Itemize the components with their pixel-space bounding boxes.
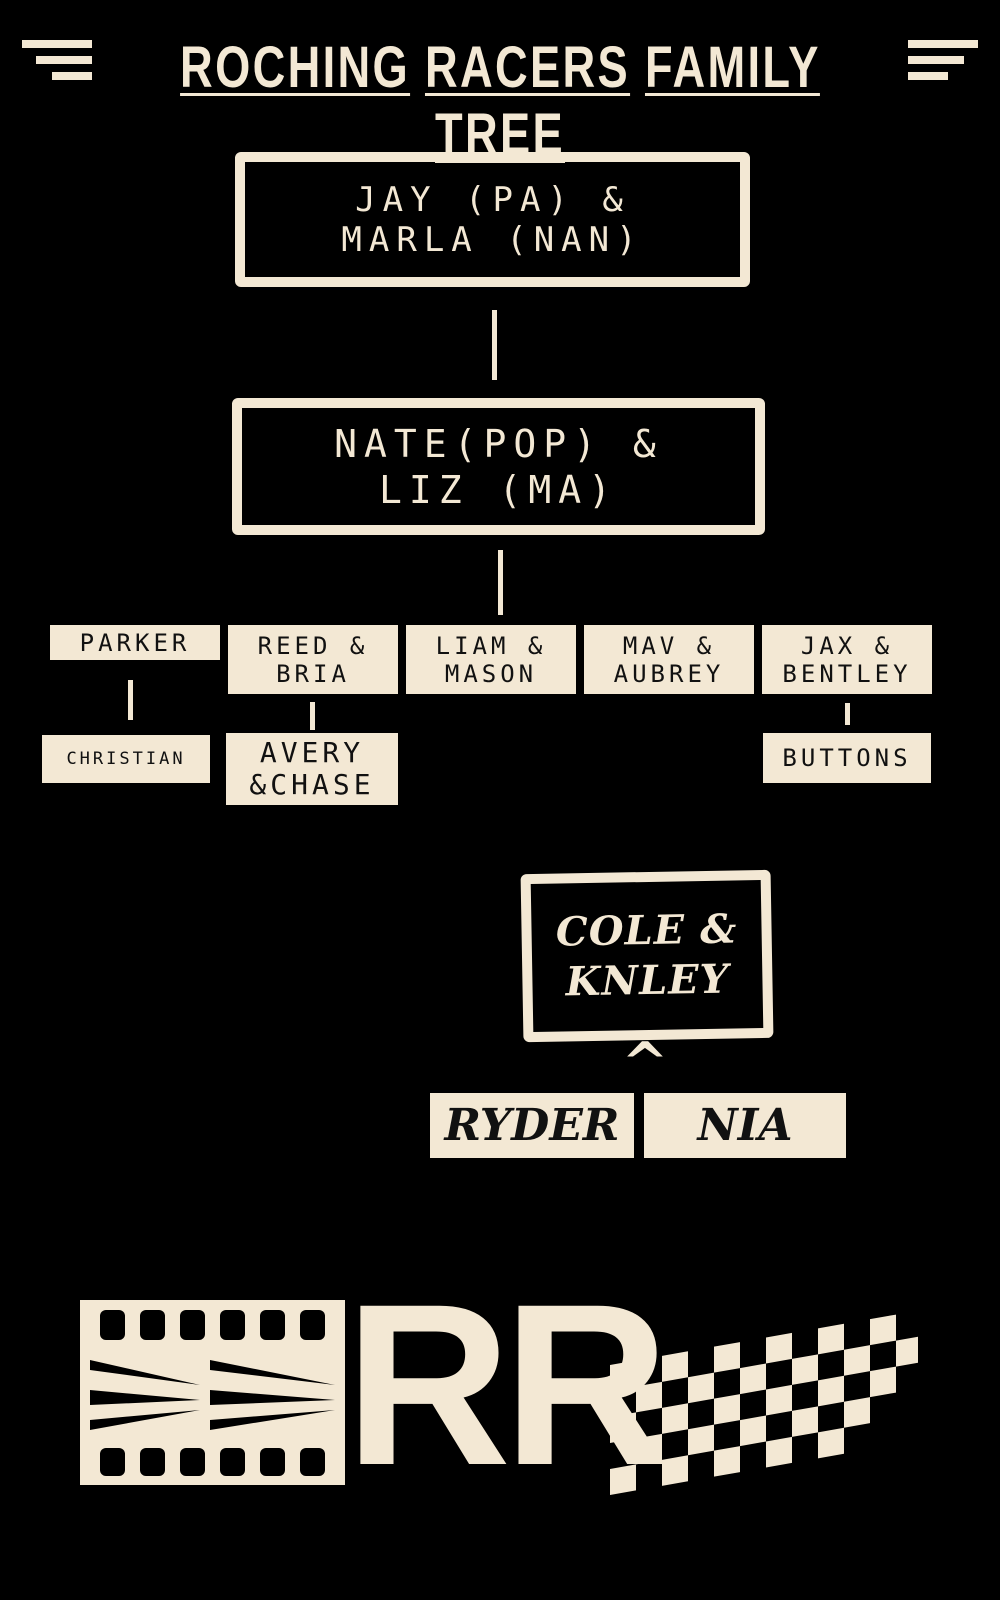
couple-line1: COLE & [555, 905, 738, 956]
child-name: MASON [444, 659, 538, 688]
title-word: RACERS [424, 35, 631, 100]
title-word: ROCHING [180, 35, 411, 100]
connector-line [498, 550, 503, 615]
title-word: FAMILY [644, 35, 820, 100]
child-name: AUBREY [613, 659, 725, 688]
connector-line [845, 703, 850, 725]
grandchild-card-christian: CHRISTIAN [42, 735, 210, 783]
child-name: JAX & [800, 631, 894, 660]
grandparents-line1: JAY (PA) & [355, 179, 630, 220]
child-card-jax-bentley: JAX & BENTLEY [762, 625, 932, 694]
cole-knley-box: COLE & KNLEY [520, 869, 774, 1043]
parents-line2: LIZ (MA) [378, 467, 619, 512]
child-name: PARKER [79, 628, 191, 657]
connector-line [310, 702, 315, 730]
couple-line2: KNLEY [565, 955, 730, 1006]
connector-line [128, 680, 133, 720]
checkered-flag-icon [610, 1314, 918, 1495]
caret-connector: ^ [621, 1030, 669, 1096]
kid-name: NIA [697, 1099, 793, 1151]
child-card-reed-bria: REED & BRIA [228, 625, 398, 694]
child-card-liam-mason: LIAM & MASON [406, 625, 576, 694]
child-name: BRIA [276, 659, 350, 688]
grandchild-name: BUTTONS [782, 744, 912, 772]
grandchild-name: CHRISTIAN [66, 749, 186, 769]
child-name: LIAM & [435, 631, 547, 660]
parents-line1: NATE(POP) & [334, 421, 663, 466]
child-name: BENTLEY [782, 659, 912, 688]
left-wing-icon [22, 40, 92, 88]
tire-tread-icon [80, 1300, 345, 1485]
kid-card-nia: NIA [644, 1093, 846, 1158]
parents-box: NATE(POP) & LIZ (MA) [232, 398, 765, 535]
kid-name: RYDER [444, 1099, 620, 1151]
grandparents-line2: MARLA (NAN) [341, 219, 644, 260]
grandchild-card-buttons: BUTTONS [763, 733, 931, 783]
grandchild-name: AVERY [259, 736, 365, 769]
right-wing-icon [908, 40, 978, 88]
kid-card-ryder: RYDER [430, 1093, 634, 1158]
page-title: ROCHING RACERS FAMILY TREE [110, 34, 890, 168]
connector-line [492, 310, 497, 380]
child-name: MAV & [622, 631, 716, 660]
child-name: REED & [257, 631, 369, 660]
child-card-parker: PARKER [50, 625, 220, 660]
child-card-mav-aubrey: MAV & AUBREY [584, 625, 754, 694]
grandchild-card-avery-chase: AVERY &CHASE [226, 733, 398, 805]
grandparents-box: JAY (PA) & MARLA (NAN) [235, 152, 750, 287]
grandchild-name: &CHASE [249, 768, 375, 801]
